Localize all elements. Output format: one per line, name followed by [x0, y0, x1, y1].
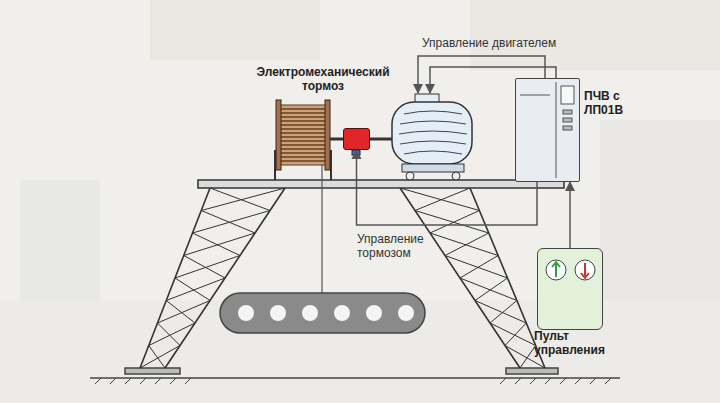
panel-dials-part — [581, 263, 589, 278]
vfd-details-part — [520, 95, 550, 96]
truss-support-part — [149, 188, 285, 368]
winch-drum — [275, 100, 393, 180]
edge-label: Управление тормозом — [357, 232, 442, 260]
ground — [90, 368, 620, 384]
load-part — [398, 305, 414, 321]
motor-part — [392, 102, 472, 164]
vfd-details-part — [561, 86, 574, 104]
load-part — [238, 305, 254, 321]
vfd-details-part — [556, 82, 557, 178]
motor-part — [452, 172, 460, 180]
load-part — [302, 305, 318, 321]
vfd-details-part — [563, 110, 572, 114]
truss-support-part — [415, 188, 545, 368]
panel-dials — [546, 260, 595, 280]
ground-part — [95, 378, 611, 384]
vfd-box: ПЧВ с ЛП01В — [515, 78, 580, 182]
motor-part — [406, 172, 414, 180]
wire-label: Управление двигателем — [422, 36, 602, 50]
motor-part — [402, 164, 464, 172]
winch-drum-part — [276, 100, 281, 170]
truss-support-part — [140, 188, 270, 368]
beam-part — [198, 180, 564, 188]
winch-drum-part — [280, 109, 326, 161]
node-label: Электромеханический тормоз — [248, 65, 398, 93]
load-part — [321, 165, 322, 293]
ground-part — [125, 368, 180, 374]
ground-part — [506, 368, 558, 374]
vfd-details — [520, 82, 574, 178]
motor — [392, 94, 472, 180]
control-wire — [569, 182, 571, 248]
winch-drum-part — [369, 138, 393, 141]
control-wire — [357, 150, 538, 225]
control-panel: Пульт управления — [537, 248, 603, 330]
load-part — [270, 305, 286, 321]
truss-support-part — [400, 188, 536, 368]
ground-part — [90, 377, 620, 379]
load-part — [334, 305, 350, 321]
vfd-details-part — [563, 118, 572, 122]
photo-backdrop-part — [150, 0, 320, 60]
node-label: Пульт управления — [534, 329, 624, 357]
winch-drum-part — [330, 138, 344, 141]
panel-dials-part — [546, 260, 566, 280]
brake-sensor-part — [352, 150, 360, 155]
panel-dials-part — [575, 260, 595, 280]
photo-backdrop-part — [470, 0, 720, 70]
brake-box: Электромеханический тормоз — [343, 128, 370, 150]
beam — [198, 180, 564, 188]
motor-part — [399, 111, 467, 154]
panel-dials-part — [552, 262, 560, 277]
node-label: ПЧВ с ЛП01В — [584, 89, 644, 117]
winch-drum-part — [280, 105, 326, 165]
vfd-details-part — [563, 126, 572, 130]
brake-sensor — [352, 150, 360, 155]
load-part — [366, 305, 382, 321]
truss-support — [140, 188, 545, 368]
load-part — [220, 293, 425, 333]
winch-drum-part — [325, 100, 330, 170]
